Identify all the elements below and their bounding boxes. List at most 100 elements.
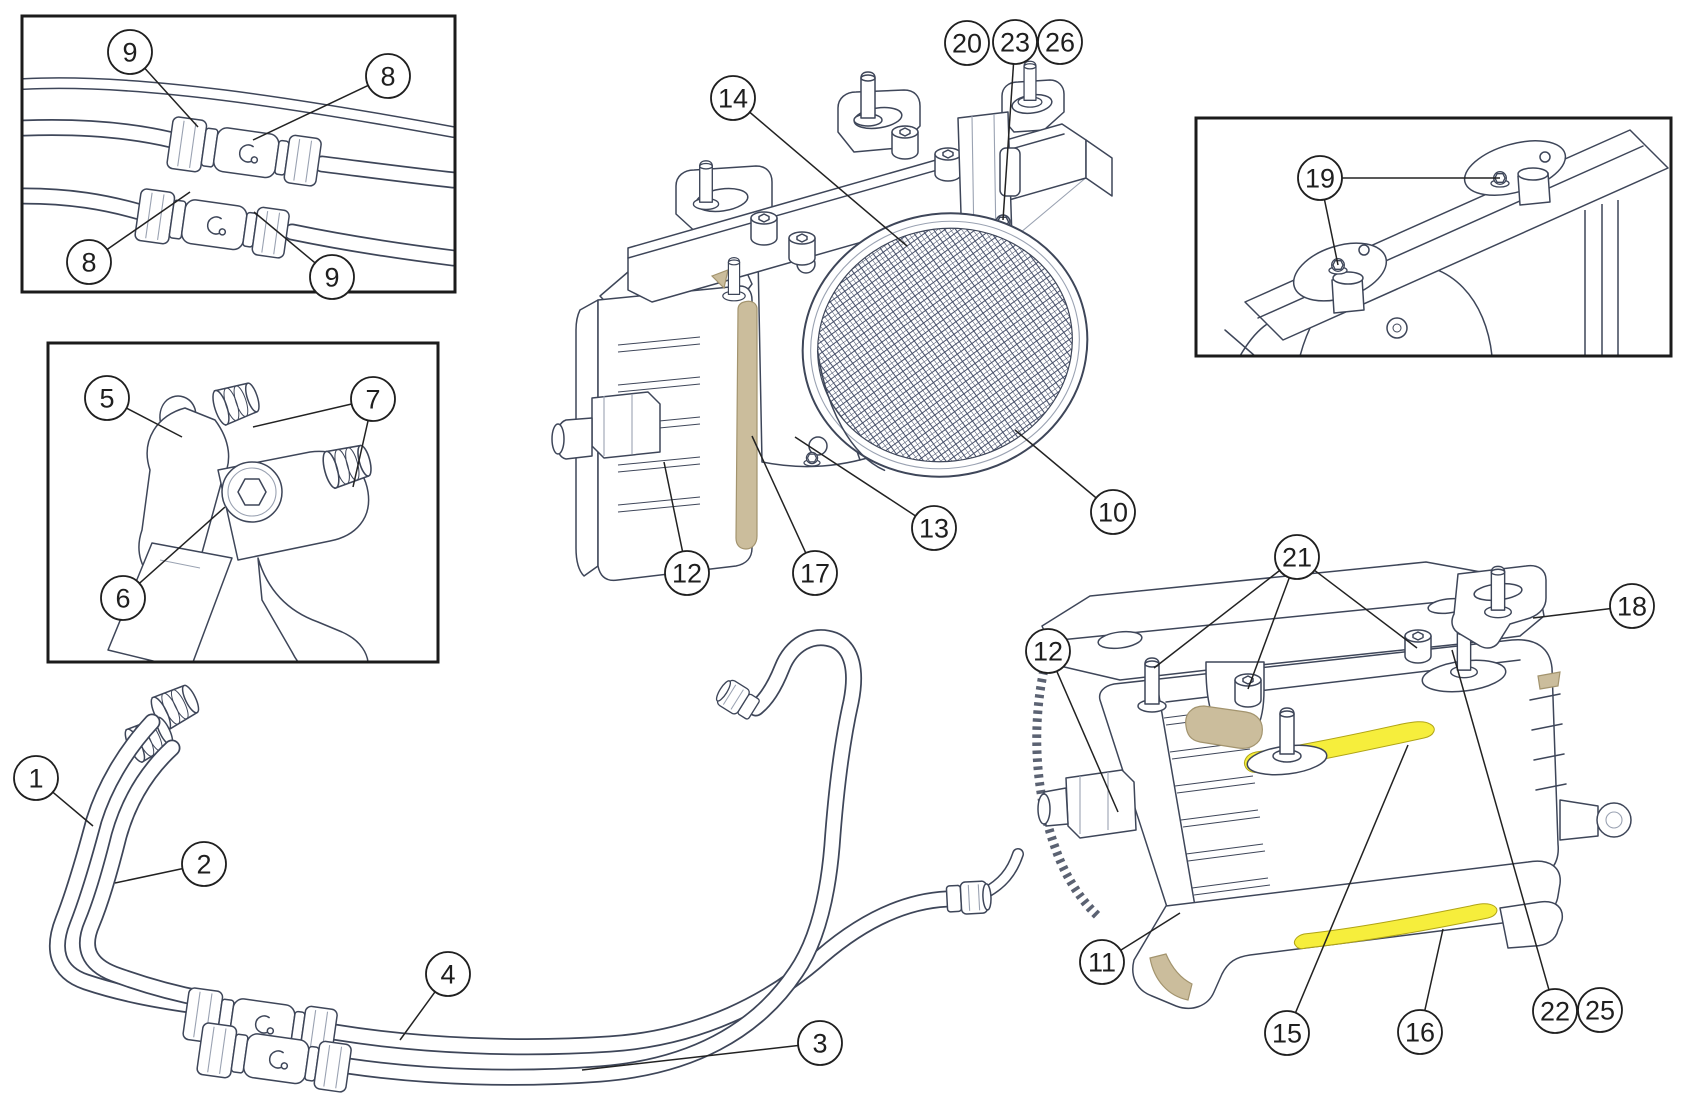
callout-number: 20	[952, 29, 982, 59]
callout-number: 22	[1540, 997, 1570, 1027]
callout-number: 8	[81, 248, 96, 278]
callout-number: 18	[1617, 592, 1647, 622]
callout-circle	[1297, 155, 1343, 201]
callout-number: 25	[1585, 996, 1615, 1026]
socket-screw	[1234, 673, 1262, 708]
leader-line	[352, 420, 369, 488]
callout-circle	[84, 375, 130, 421]
hose-end-fitting	[945, 879, 993, 916]
leader-line	[252, 403, 352, 428]
socket-screw	[891, 125, 919, 160]
leader-line	[663, 461, 684, 552]
callout-circle	[1397, 1009, 1443, 1055]
callout-circle	[1037, 19, 1083, 65]
leader-line	[144, 67, 199, 128]
leader-line	[253, 211, 316, 264]
callout-circle	[944, 20, 990, 66]
callout-circle	[309, 254, 355, 300]
inset-frame-bracket-mount-detail	[1194, 116, 1673, 358]
leader-line	[1120, 912, 1181, 951]
cooler-fitting	[591, 391, 661, 459]
cooler-fitting	[1065, 769, 1137, 839]
fan-serrated-edge	[1032, 638, 1104, 922]
callout-8: 8	[252, 53, 411, 141]
callout-4: 4	[399, 951, 471, 1041]
callout-circle	[107, 29, 153, 75]
callout-18: 18	[1532, 583, 1655, 629]
socket-screw	[1404, 629, 1432, 664]
quick-coupler	[133, 187, 291, 262]
callout-3: 3	[581, 1020, 843, 1071]
callout-number: 19	[1305, 164, 1335, 194]
callout-number: 7	[365, 385, 380, 415]
callout-circle	[425, 951, 471, 997]
cooler-gasket-strip	[735, 300, 758, 550]
callout-14: 14	[710, 75, 908, 247]
inset-frame-hose-couplers-detail	[20, 14, 457, 294]
leader-line	[1056, 670, 1119, 813]
callout-circle	[911, 505, 957, 551]
callout-5: 5	[84, 375, 183, 438]
callout-number: 1	[28, 764, 43, 794]
leader-line	[1014, 429, 1097, 499]
callout-1: 1	[13, 755, 94, 827]
callout-number: 26	[1045, 28, 1075, 58]
leader-line	[1451, 649, 1550, 991]
leader-line	[1002, 63, 1015, 221]
callout-number: 8	[380, 62, 395, 92]
leader-line	[106, 191, 191, 251]
leader-line	[1153, 569, 1281, 669]
callout-number: 5	[99, 384, 114, 414]
callout-6: 6	[100, 506, 226, 621]
callout-number: 11	[1088, 948, 1116, 978]
leader-line	[1323, 199, 1339, 266]
threaded-port	[208, 378, 264, 428]
inset-frame-banjo-fitting-detail	[46, 341, 440, 664]
callout-number: 3	[812, 1029, 827, 1059]
callout-circle	[710, 75, 756, 121]
leader-line	[126, 407, 183, 438]
callout-circle	[992, 19, 1038, 65]
callout-number: 15	[1272, 1019, 1302, 1049]
callout-number: 14	[718, 84, 748, 114]
hose-assembly	[48, 629, 1024, 1096]
callout-circle	[350, 376, 396, 422]
callout-23: 23	[992, 19, 1038, 221]
callout-10: 10	[1014, 429, 1136, 535]
callout-number: 12	[672, 559, 702, 589]
leader-line	[1424, 928, 1444, 1011]
callout-number: 23	[1000, 28, 1030, 58]
callout-circle	[1532, 988, 1578, 1034]
callout-12: 12	[1025, 628, 1119, 813]
callout-19: 19	[1297, 155, 1500, 266]
callout-22: 22	[1451, 649, 1578, 1034]
callout-circle	[1090, 489, 1136, 535]
callout-13: 13	[794, 436, 957, 551]
top-bracket-plate	[1041, 561, 1545, 681]
inset-frames	[20, 14, 1673, 664]
callout-number: 10	[1098, 498, 1128, 528]
leader-line	[1314, 569, 1418, 649]
callout-circle	[66, 239, 112, 285]
inset-hose-couplers-art	[22, 77, 455, 267]
callout-number: 21	[1282, 543, 1312, 573]
callout-20: 20	[944, 20, 990, 66]
callout-number: 9	[324, 263, 339, 293]
leader-line	[1294, 744, 1409, 1014]
leader-line	[252, 84, 369, 141]
callout-17: 17	[751, 435, 838, 596]
callout-circle	[181, 841, 227, 887]
leader-line	[114, 867, 183, 884]
leader-line	[1247, 577, 1291, 690]
callout-21: 21	[1153, 534, 1418, 690]
callout-16: 16	[1397, 928, 1444, 1055]
socket-screw	[934, 147, 962, 182]
leader-line	[794, 436, 917, 517]
callout-circle	[13, 755, 59, 801]
socket-screw	[750, 211, 778, 246]
bottom-seal-highlight	[1293, 903, 1498, 950]
callout-circle	[1025, 628, 1071, 674]
callout-number: 4	[440, 960, 455, 990]
